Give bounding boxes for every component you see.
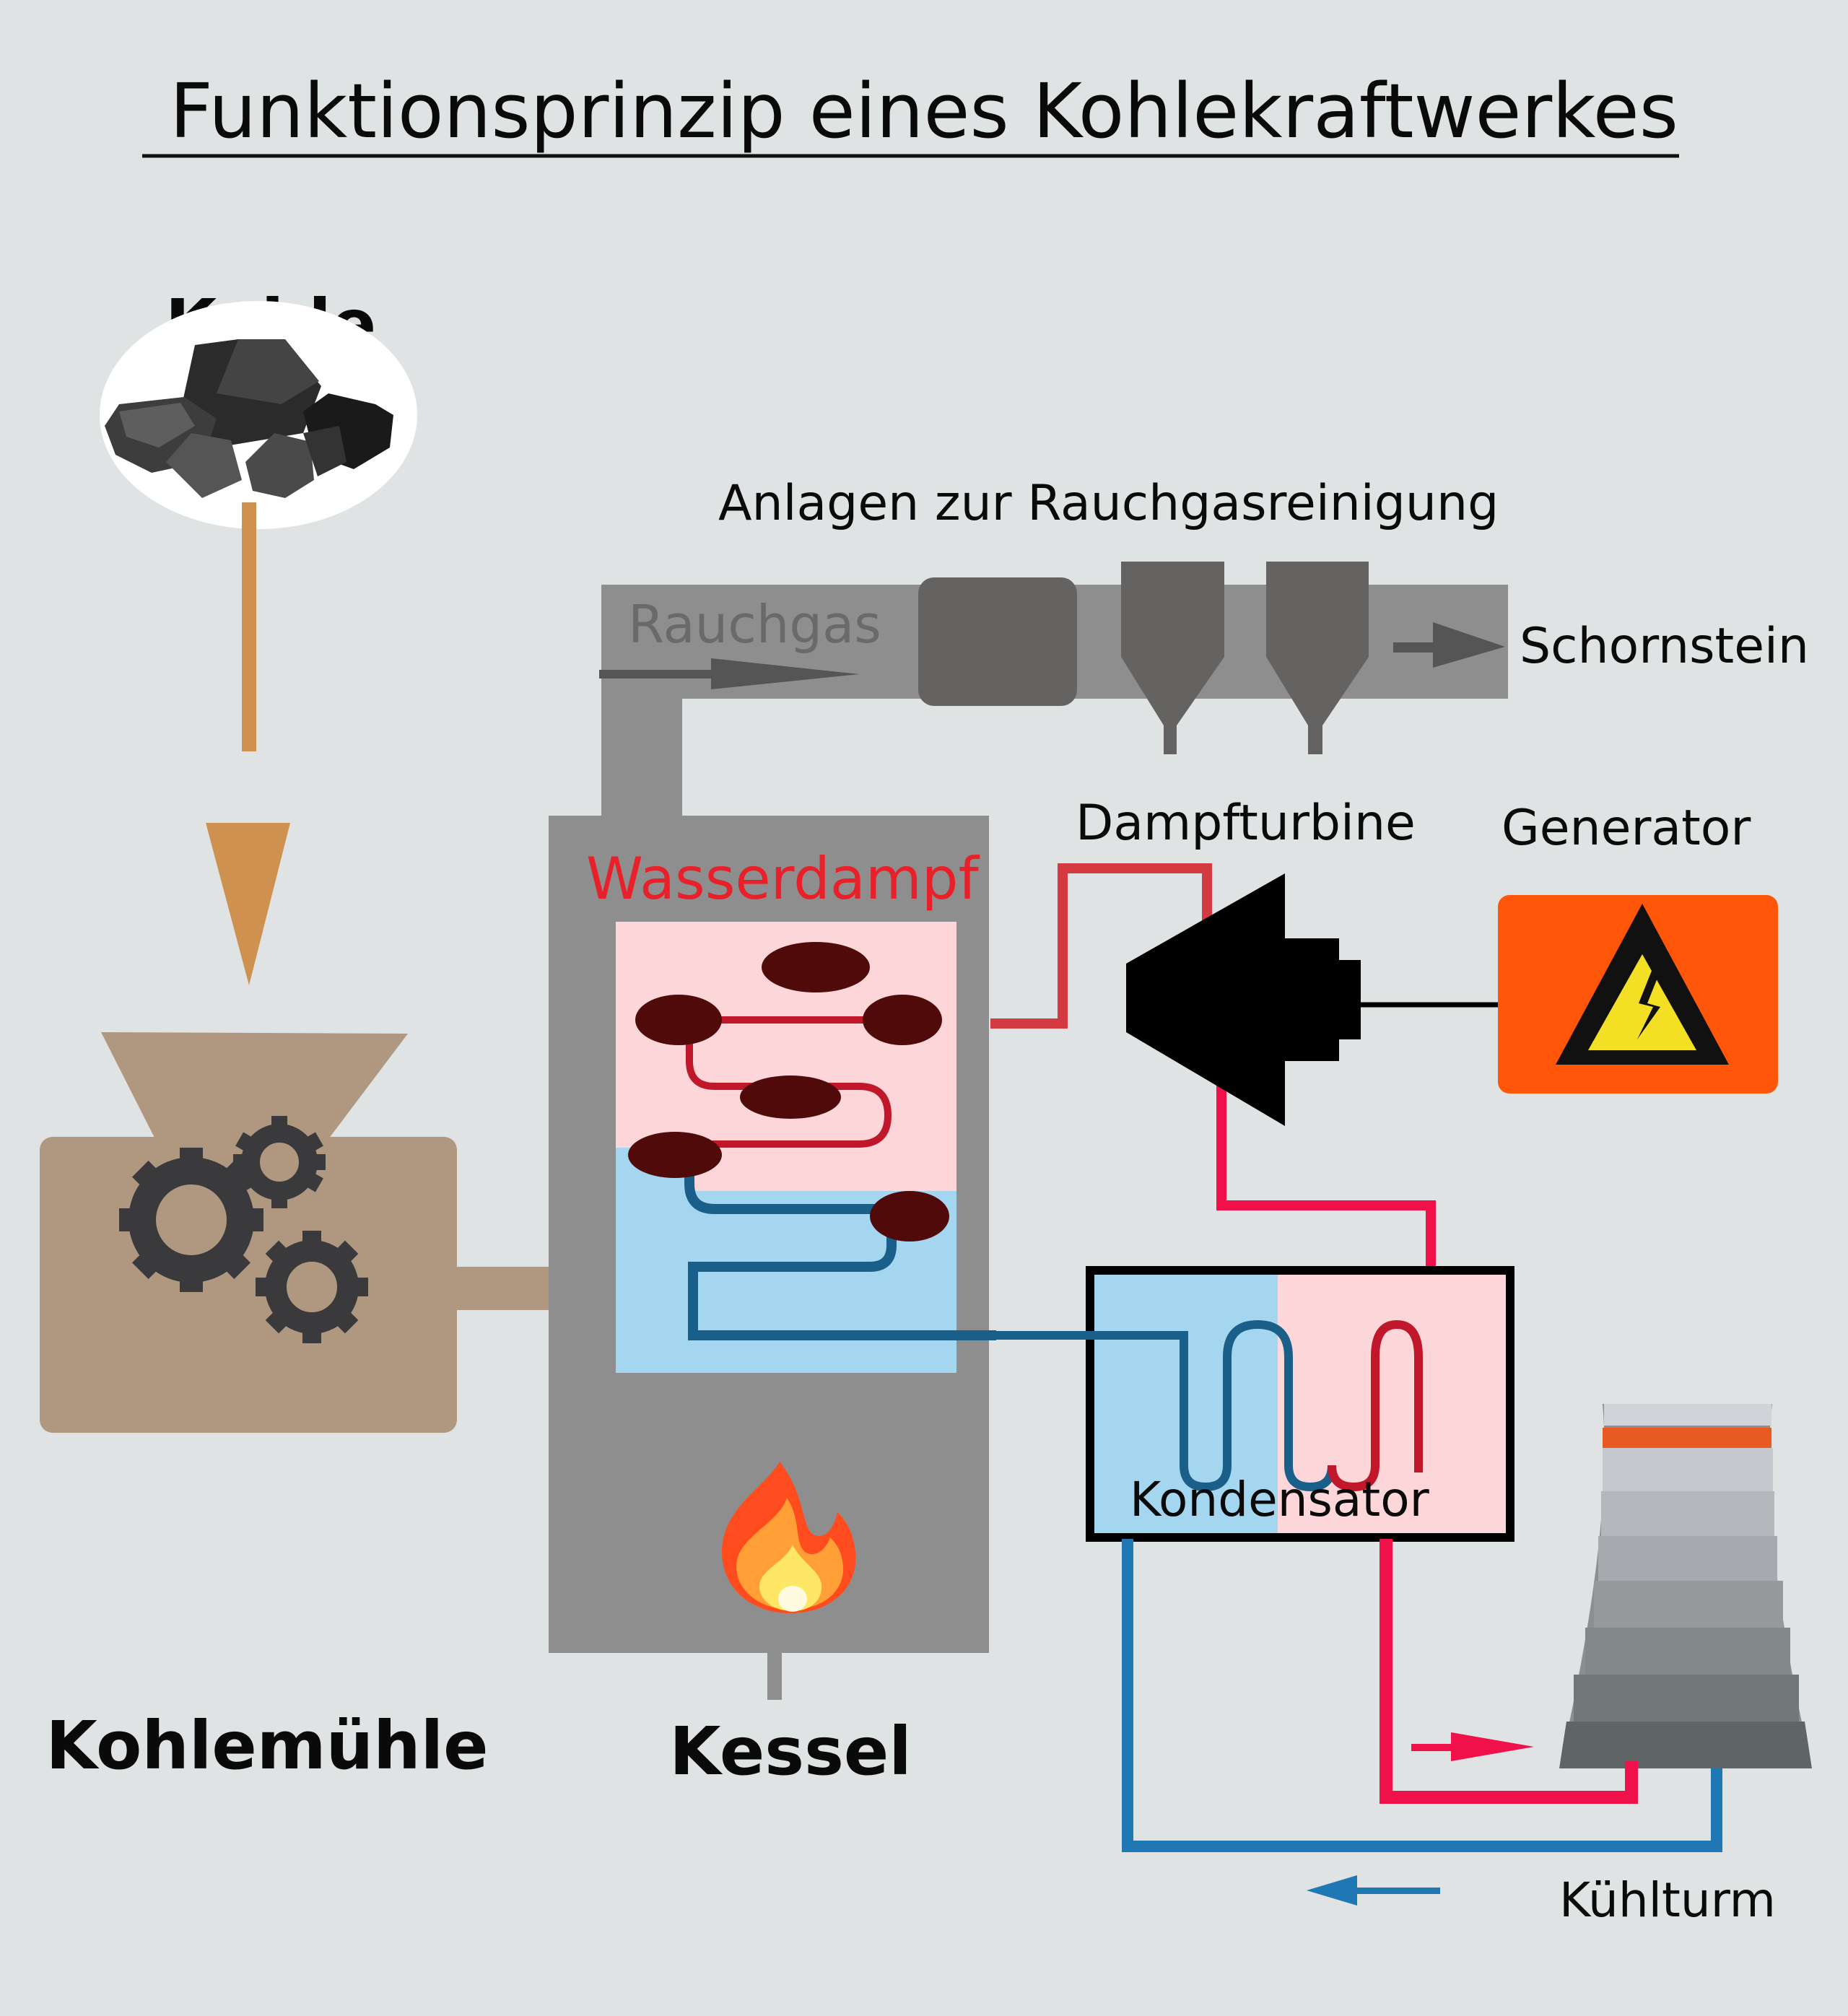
coal-icon xyxy=(100,301,417,529)
steam-turbine-icon xyxy=(1126,873,1498,1126)
flue-gas-separator-1 xyxy=(1121,562,1224,754)
generator-icon xyxy=(1498,895,1778,1094)
cold-water-arrow xyxy=(1307,1875,1440,1906)
coal-mill-label: Kohlemühle xyxy=(45,1707,488,1784)
generator-label: Generator xyxy=(1502,800,1751,857)
cooling-tower-icon xyxy=(1559,1404,1812,1768)
coal-feed-arrow xyxy=(206,502,290,985)
flue-gas-arrow xyxy=(599,658,859,689)
boiler-label: Kessel xyxy=(669,1713,912,1790)
flue-gas-label: Rauchgas xyxy=(628,594,881,655)
steam-label: Wasserdampf xyxy=(586,845,980,912)
steam-turbine-label: Dampfturbine xyxy=(1076,795,1416,852)
flue-gas-filter xyxy=(918,577,1077,706)
chimney-arrow xyxy=(1393,622,1505,668)
flue-gas-cleaning-label: Anlagen zur Rauchgasreinigung xyxy=(718,475,1499,532)
cold-water-pipe xyxy=(1122,1539,1722,1852)
hot-water-pipe xyxy=(1380,1539,1638,1804)
boiler-heat-exchanger xyxy=(616,922,996,1373)
exhaust-steam-pipe xyxy=(1216,1068,1436,1274)
diagram-title: Funktionsprinzip eines Kohlekraftwerkes xyxy=(170,67,1678,155)
steam-pipe xyxy=(990,863,1212,1029)
condenser xyxy=(990,1266,1514,1542)
cooling-tower-label: Kühlturm xyxy=(1559,1872,1776,1928)
flue-gas-separator-2 xyxy=(1266,562,1369,754)
condenser-label: Kondensator xyxy=(1130,1472,1430,1527)
fire-icon xyxy=(722,1462,856,1613)
gears-icon xyxy=(119,1116,368,1343)
steam-clouds xyxy=(628,942,949,1242)
chimney-label: Schornstein xyxy=(1520,618,1809,675)
hot-water-arrow xyxy=(1411,1732,1534,1761)
